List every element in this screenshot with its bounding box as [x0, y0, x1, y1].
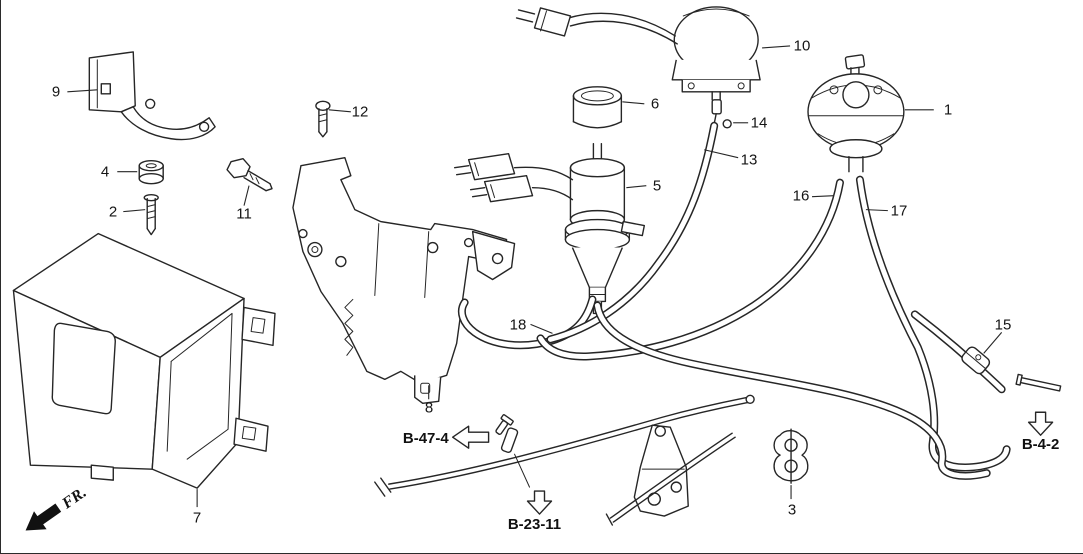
part-callout-2: 2	[108, 203, 118, 221]
part-callout-17: 17	[890, 202, 908, 220]
part-callout-10: 10	[793, 37, 811, 55]
rubber-mount-4	[138, 160, 164, 185]
part-callout-16: 16	[792, 187, 810, 205]
part-callout-12: 12	[351, 103, 369, 121]
cable-assembly	[374, 394, 755, 526]
vacuum-motor-10	[515, 6, 761, 101]
vacuum-tubes	[457, 121, 1011, 480]
reference-labels: B-47-4 B-23-11 B-4-2	[403, 411, 1059, 533]
ref-label-b-4-2: B-4-2	[1022, 436, 1059, 453]
bolt-11	[226, 158, 273, 192]
stay-bracket-9	[88, 51, 216, 141]
part-callout-3: 3	[787, 501, 797, 519]
fr-label: FR.	[58, 484, 89, 513]
fr-arrow-icon	[25, 503, 62, 531]
ref-label-b-47-4: B-47-4	[403, 430, 449, 447]
ref-arrow-left-icon	[451, 425, 490, 449]
control-box-cover-7	[12, 232, 276, 489]
part-callout-5: 5	[652, 177, 662, 195]
cap-6	[572, 86, 623, 129]
ref-arrow-down-icon-b42	[1027, 411, 1054, 436]
part-callout-11: 11	[236, 205, 252, 223]
check-valve-1	[807, 54, 905, 173]
hose-clamp-3	[773, 428, 809, 484]
screw-12	[315, 100, 331, 138]
part-callout-8: 8	[424, 399, 434, 417]
tube-clamp-15	[961, 346, 1062, 392]
ref-label-b-23-11: B-23-11	[508, 516, 561, 533]
part-callout-15: 15	[994, 316, 1012, 334]
part-callout-7: 7	[192, 509, 202, 527]
solenoid-valve-5	[453, 143, 646, 315]
mounting-bracket-8	[292, 157, 516, 404]
bolt-2	[143, 193, 159, 236]
fr-indicator: FR.	[25, 484, 90, 531]
part-callout-18: 18	[509, 316, 527, 334]
part-callout-9: 9	[51, 83, 61, 101]
part-callout-13: 13	[740, 151, 758, 169]
ref-arrow-down-icon-b2311	[526, 490, 553, 515]
part-callout-1: 1	[943, 101, 953, 119]
part-callout-6: 6	[650, 95, 660, 113]
leader-lines	[67, 45, 1003, 508]
part-callout-4: 4	[100, 163, 110, 181]
part-callout-14: 14	[750, 114, 768, 132]
